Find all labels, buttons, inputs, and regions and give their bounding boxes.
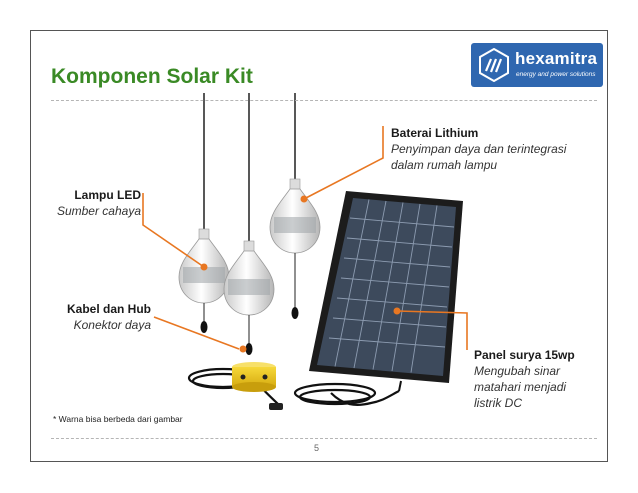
label-description: Konektor daya (73, 318, 151, 332)
led-lamp (178, 228, 230, 333)
led-lamp (223, 240, 275, 355)
callout-dot (393, 307, 401, 315)
footer-divider (51, 438, 597, 439)
callout-dot (200, 263, 208, 271)
pull-switch (200, 321, 208, 333)
cable-hub (232, 362, 276, 392)
label-heading: Lampu LED (74, 188, 141, 202)
company-logo: hexamitra energy and power solutions (471, 43, 603, 87)
label-heading: Kabel dan Hub (66, 302, 151, 316)
label-description: Penyimpan daya dan terintegrasi (391, 142, 567, 156)
label-lampu-led: Lampu LED Sumber cahaya (39, 187, 141, 219)
solar-panel (309, 191, 463, 392)
label-description: dalam rumah lampu (391, 158, 498, 172)
hexagon-sun-icon (479, 48, 509, 82)
label-kabel-hub: Kabel dan Hub Konektor daya (39, 301, 151, 333)
plug-connector (269, 403, 283, 410)
callout-dot (300, 195, 308, 203)
solar-kit-illustration (142, 93, 468, 410)
pull-switch (291, 307, 299, 319)
callout-lines (142, 126, 468, 350)
callout-dot (239, 345, 247, 353)
title-divider (51, 100, 597, 101)
slide: Komponen Solar Kit hexamitra energy and … (30, 30, 608, 462)
slide-title: Komponen Solar Kit (51, 65, 253, 88)
label-description: Mengubah sinar (474, 364, 561, 378)
label-heading: Baterai Lithium (391, 126, 479, 140)
label-description: listrik DC (474, 396, 522, 410)
label-description: matahari menjadi (474, 380, 567, 394)
label-panel-surya: Panel surya 15wp Mengubah sinar matahari… (474, 347, 575, 411)
label-baterai-lithium: Baterai Lithium Penyimpan daya dan terin… (391, 125, 566, 173)
logo-name: hexamitra (515, 49, 598, 68)
led-lamp (269, 178, 321, 319)
footnote: * Warna bisa berbeda dari gambar (53, 414, 183, 424)
label-description: Sumber cahaya (56, 204, 141, 218)
logo-tagline: energy and power solutions (516, 71, 596, 78)
page-number: 5 (314, 443, 320, 453)
pull-switch (245, 343, 253, 355)
label-heading: Panel surya 15wp (474, 348, 575, 362)
